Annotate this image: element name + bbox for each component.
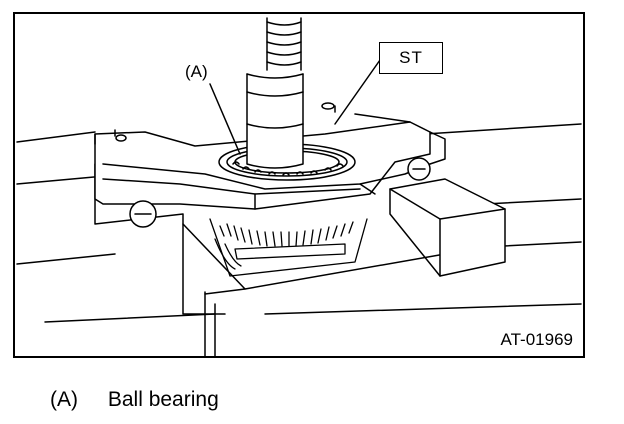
screw-heads — [129, 157, 431, 228]
figure-frame: (A) ST AT-01969 — [13, 12, 585, 358]
caption: (A) Ball bearing — [50, 388, 219, 412]
gear — [209, 218, 368, 277]
caption-key: (A) — [50, 388, 78, 411]
press-illustration — [16, 17, 582, 356]
support-block — [94, 163, 446, 315]
callout-st-box: ST — [379, 42, 443, 74]
side-block — [389, 178, 506, 277]
figure-id: AT-01969 — [500, 330, 573, 349]
caption-text: Ball bearing — [107, 388, 219, 411]
press-shaft — [246, 17, 304, 169]
callout-st-label: ST — [399, 48, 423, 67]
callout-a-label: (A) — [185, 62, 208, 81]
leader-lines — [209, 59, 381, 155]
